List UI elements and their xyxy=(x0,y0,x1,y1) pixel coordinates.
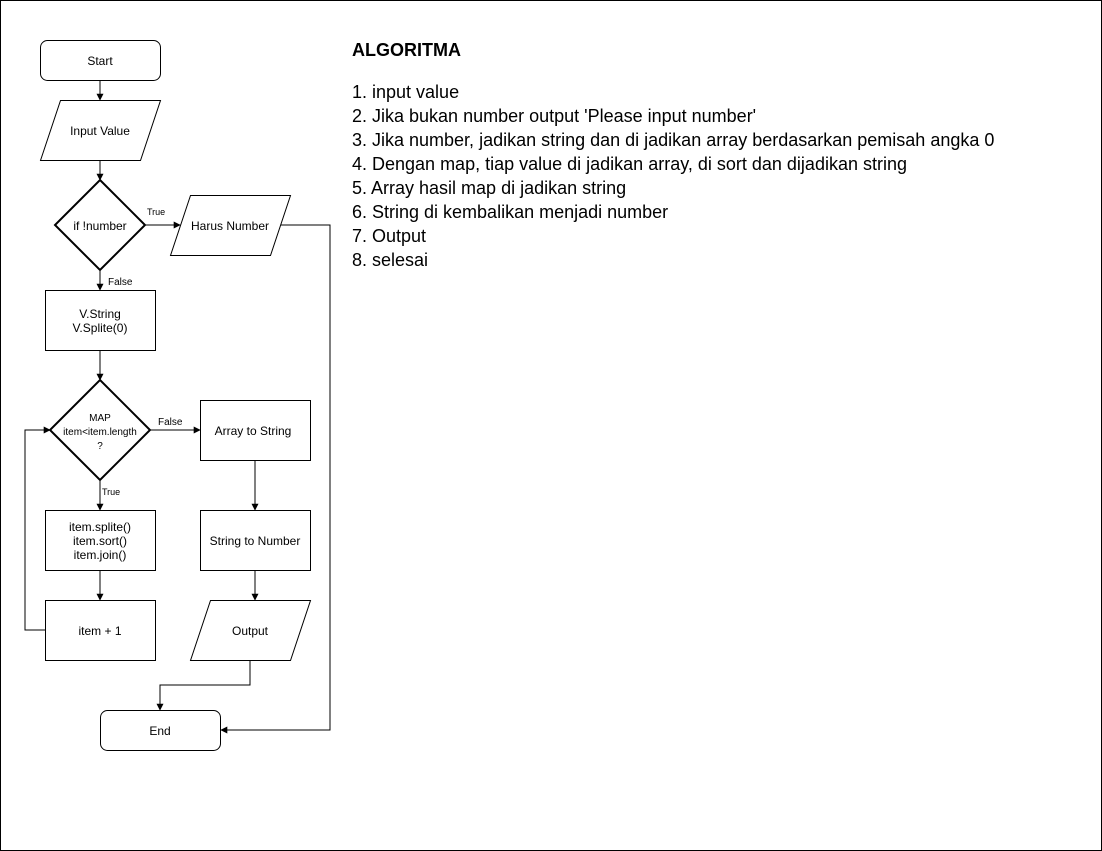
connectors xyxy=(24,80,331,734)
array-to-string-box xyxy=(200,400,311,461)
decision-map-line1: MAP xyxy=(89,413,111,424)
false-label-1: False xyxy=(108,277,133,288)
string-to-number-label: String to Number xyxy=(210,534,301,548)
algorithm-step: 2. Jika bukan number output 'Please inpu… xyxy=(352,106,757,126)
decision-map-line2: item<item.length xyxy=(63,427,137,438)
shapes xyxy=(39,40,312,751)
false-label-2: False xyxy=(158,417,183,428)
harus-number-label: Harus Number xyxy=(191,219,269,233)
process-string-box xyxy=(45,290,156,351)
string-to-number-box xyxy=(200,510,311,571)
item-ops-line3: item.join() xyxy=(74,548,127,562)
algorithm-step: 5. Array hasil map di jadikan string xyxy=(352,178,627,198)
algorithm-step: 3. Jika number, jadikan string dan di ja… xyxy=(352,130,995,150)
decision-map-diamond xyxy=(48,378,152,482)
item-ops-box xyxy=(45,510,156,571)
shape-labels: Start Input Value if !number True Harus … xyxy=(63,54,300,738)
item-ops-line1: item.splite() xyxy=(69,520,131,534)
end-terminator xyxy=(100,710,221,751)
true-label-1: True xyxy=(147,207,165,217)
true-label-2: True xyxy=(102,487,120,497)
algorithm-step: 1. input value xyxy=(352,82,460,102)
end-label: End xyxy=(149,724,170,738)
edge-output-end xyxy=(156,660,251,711)
array-to-string-label: Array to String xyxy=(215,424,292,438)
edge-loop-back xyxy=(24,426,51,631)
item-increment-box xyxy=(45,600,156,661)
algorithm-step: 8. selesai xyxy=(352,250,429,270)
start-terminator xyxy=(40,40,161,81)
algorithm-title: ALGORITMA xyxy=(352,40,461,60)
output-label: Output xyxy=(232,624,269,638)
decision-number-diamond xyxy=(53,178,147,272)
process-string-line1: V.String xyxy=(79,307,121,321)
harus-number-parallelogram xyxy=(169,195,292,256)
output-parallelogram xyxy=(189,600,312,661)
algorithm-step: 7. Output xyxy=(352,226,427,246)
algorithm-steps: 1. input value 2. Jika bukan number outp… xyxy=(352,80,994,272)
item-ops-line2: item.sort() xyxy=(73,534,127,548)
input-label: Input Value xyxy=(70,124,130,138)
decision-number-label: if !number xyxy=(73,219,126,233)
edge-harus-end xyxy=(220,224,331,734)
input-parallelogram xyxy=(39,100,162,161)
item-increment-label: item + 1 xyxy=(78,624,121,638)
decision-map-line3: ? xyxy=(97,441,103,452)
process-string-line2: V.Splite(0) xyxy=(73,321,128,335)
algorithm-step: 6. String di kembalikan menjadi number xyxy=(352,202,669,222)
algorithm-step: 4. Dengan map, tiap value di jadikan arr… xyxy=(352,154,907,174)
start-label: Start xyxy=(87,54,113,68)
algorithm-panel: ALGORITMA 1. input value 2. Jika bukan n… xyxy=(352,38,994,272)
